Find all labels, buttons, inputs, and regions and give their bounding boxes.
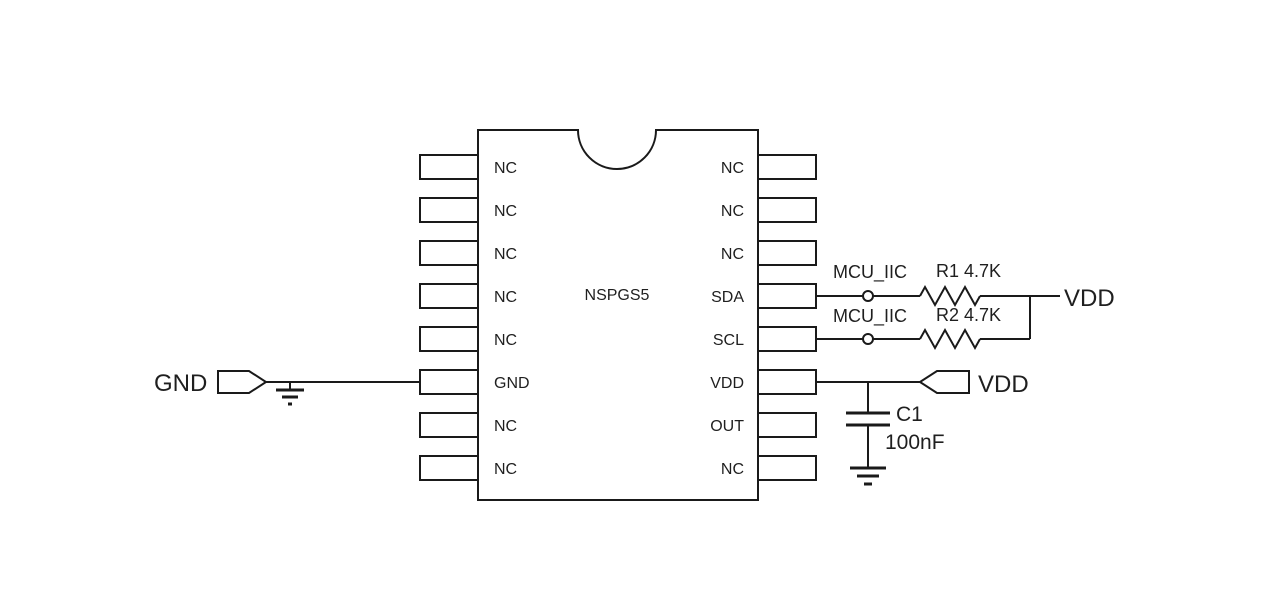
pin-left-8-box (419, 455, 479, 481)
pin-right-6-label: VDD (710, 375, 744, 392)
pin-right-2-label: NC (721, 203, 744, 220)
pin-left-1-box (419, 154, 479, 180)
gnd-port-label: GND (154, 370, 207, 397)
pin-left-7-box (419, 412, 479, 438)
pin-right-3-label: NC (721, 246, 744, 263)
r1-label: R1 4.7K (936, 261, 1001, 281)
pin-right-8-label: NC (721, 461, 744, 478)
r2-label: R2 4.7K (936, 305, 1001, 325)
capacitor-c1 (846, 411, 890, 427)
pin-right-4-box (757, 283, 817, 309)
c1-ref-label: C1 (896, 403, 923, 426)
pin-left-8-label: NC (494, 461, 517, 478)
pin-left-2-box (419, 197, 479, 223)
pin-left-5-box (419, 326, 479, 352)
pin-left-1-label: NC (494, 160, 517, 177)
scl-net-label: MCU_IIC (833, 306, 907, 327)
pin-left-7-label: NC (494, 418, 517, 435)
sda-net-junction (862, 290, 874, 302)
ic-body (477, 129, 759, 501)
pin-right-8-box (757, 455, 817, 481)
pin-right-3-box (757, 240, 817, 266)
pin-right-6-box (757, 369, 817, 395)
ground-symbol-left (276, 382, 304, 406)
pin-left-4-box (419, 283, 479, 309)
pin-left-5-label: NC (494, 332, 517, 349)
pin-left-2-label: NC (494, 203, 517, 220)
vdd-port-label: VDD (978, 371, 1029, 398)
pin-left-3-label: NC (494, 246, 517, 263)
ground-symbol-c1 (850, 466, 886, 486)
pin-left-6-label: GND (494, 375, 530, 392)
pin-left-4-label: NC (494, 289, 517, 306)
pin-right-2-box (757, 197, 817, 223)
pin-left-6-box (419, 369, 479, 395)
pin-right-5-box (757, 326, 817, 352)
pin-right-4-label: SDA (711, 289, 744, 306)
pin-right-7-label: OUT (710, 418, 744, 435)
pin-right-7-box (757, 412, 817, 438)
ic-name-label: NSPGS5 (585, 287, 650, 304)
pin-left-3-box (419, 240, 479, 266)
c1-value-label: 100nF (885, 431, 945, 454)
vdd-port-connector (918, 370, 970, 394)
pin-right-5-label: SCL (713, 332, 744, 349)
pullup-rail-label: VDD (1064, 285, 1115, 312)
resistor-r2 (919, 327, 981, 351)
gnd-port-connector (217, 370, 268, 394)
resistor-r1 (919, 284, 981, 308)
pin-right-1-box (757, 154, 817, 180)
sda-net-label: MCU_IIC (833, 262, 907, 283)
pin-right-1-label: NC (721, 160, 744, 177)
scl-net-junction (862, 333, 874, 345)
